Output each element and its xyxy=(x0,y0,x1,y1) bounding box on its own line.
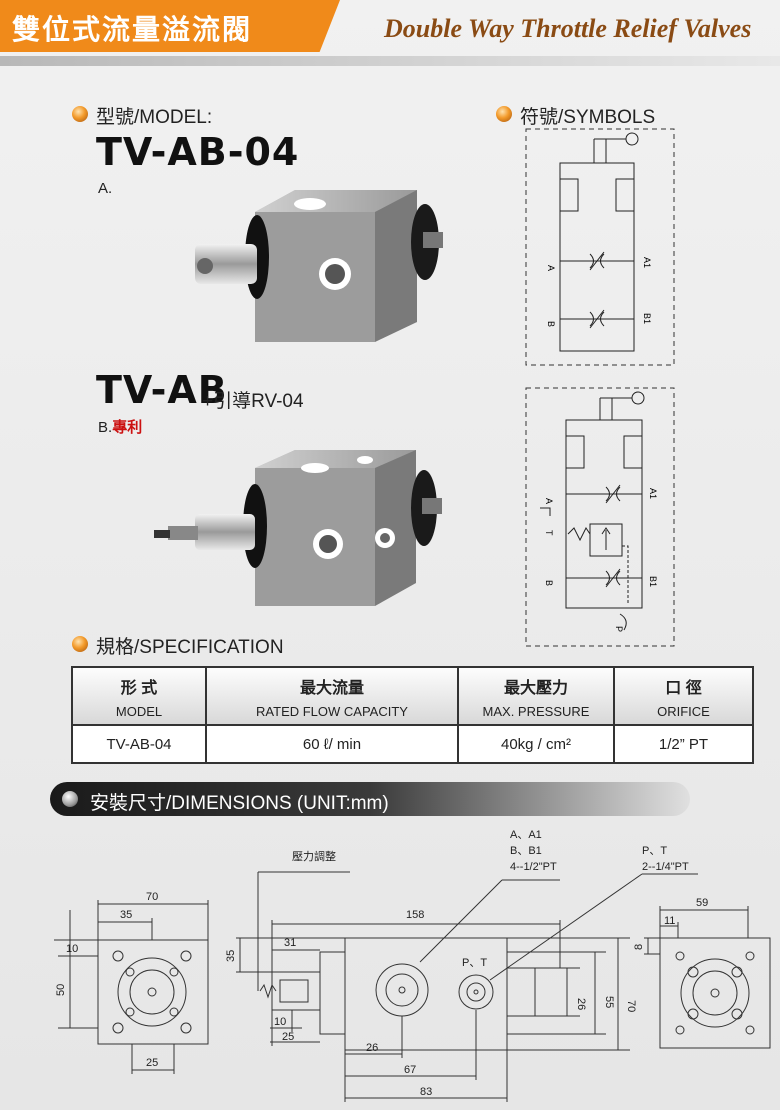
dim-front-31: 31 xyxy=(284,937,296,949)
sym-b-port-a: A xyxy=(544,498,554,504)
table-row: TV-AB-04 60 ℓ/ min 40kg / cm² 1/2” PT xyxy=(71,724,754,764)
dim-left-10: 10 xyxy=(66,943,78,955)
bullet-icon xyxy=(62,791,78,807)
header-divider xyxy=(0,56,780,66)
dim-front-h70: 70 xyxy=(625,1000,637,1012)
sym-a-port-a: A xyxy=(546,265,556,271)
callout-pt-label: P、T xyxy=(462,957,487,969)
dimensions-label: 安裝尺寸/DIMENSIONS (UNIT:mm) xyxy=(90,793,389,814)
callout-ports-ab-1: A、A1 xyxy=(510,829,542,841)
callout-ports-ab-2: B、B1 xyxy=(510,845,542,857)
header-title-en: Double Way Throttle Relief Valves xyxy=(384,14,752,43)
model-b-suffix: +引導RV-04 xyxy=(202,391,304,412)
dim-left-70: 70 xyxy=(146,891,158,903)
sym-a-port-b: B xyxy=(546,321,556,327)
dim-front-35: 35 xyxy=(225,950,237,962)
callout-ports-pt-2: 2--1/4"PT xyxy=(642,861,689,873)
sym-b-port-b1: B1 xyxy=(648,576,658,587)
sym-b-port-t: T xyxy=(544,530,554,536)
dim-front-26: 26 xyxy=(366,1042,378,1054)
callout-ports-ab-3: 4--1/2"PT xyxy=(510,861,557,873)
spec-cell-model: TV-AB-04 xyxy=(71,724,207,764)
dim-front-158: 158 xyxy=(406,909,424,921)
symbol-diagram-a: A A1 B B1 xyxy=(525,128,675,366)
dim-front-67: 67 xyxy=(404,1064,416,1076)
bullet-icon xyxy=(72,636,88,652)
dim-right-59: 59 xyxy=(696,897,708,909)
dim-front-h26: 26 xyxy=(575,998,587,1010)
sym-b-port-b: B xyxy=(544,580,554,586)
symbols-label: 符號/SYMBOLS xyxy=(520,107,656,128)
variant-a-label: A. xyxy=(98,180,113,197)
variant-b-label: B. xyxy=(98,419,113,436)
spec-cell-pressure: 40kg / cm² xyxy=(457,724,615,764)
valve-photo-b xyxy=(154,450,442,606)
spec-label: 規格/SPECIFICATION xyxy=(96,637,284,658)
dimension-drawing: 70 35 10 50 25 壓力調整 A、A1 B、B1 4--1/2"PT … xyxy=(54,829,771,1102)
dim-front-10: 10 xyxy=(274,1016,286,1028)
model-label: 型號/MODEL: xyxy=(96,107,213,128)
model-a-title: TV-AB-04 xyxy=(96,130,300,174)
dim-front-25: 25 xyxy=(282,1031,294,1043)
sym-b-port-p: P xyxy=(614,626,624,632)
sym-a-port-a1: A1 xyxy=(642,257,652,268)
patent-note: 專利 xyxy=(112,419,143,436)
callout-ports-pt-1: P、T xyxy=(642,845,667,857)
header-title-zh: 雙位式流量溢流閥 xyxy=(12,13,253,46)
symbol-diagram-b: A A1 T B B1 P xyxy=(525,387,675,647)
spec-cell-orifice: 1/2” PT xyxy=(613,724,754,764)
bullet-icon xyxy=(496,106,512,122)
model-b-title: TV-AB xyxy=(96,368,228,412)
dim-left-50: 50 xyxy=(55,984,67,996)
dim-left-25: 25 xyxy=(146,1057,158,1069)
sym-a-port-b1: B1 xyxy=(642,313,652,324)
sym-b-port-a1: A1 xyxy=(648,488,658,499)
dim-right-11: 11 xyxy=(664,915,675,927)
dim-right-8: 8 xyxy=(633,944,645,950)
dimensions-banner xyxy=(50,782,690,816)
dim-front-h55: 55 xyxy=(603,996,615,1008)
bullet-icon xyxy=(72,106,88,122)
dim-front-83: 83 xyxy=(420,1086,432,1098)
variant-b-row: B.專利 xyxy=(98,416,142,437)
callout-pressure-adjust: 壓力調整 xyxy=(292,849,336,863)
dim-left-35: 35 xyxy=(120,909,132,921)
spec-cell-flow: 60 ℓ/ min xyxy=(205,724,459,764)
header-banner xyxy=(0,0,340,52)
valve-photo-a xyxy=(195,190,443,342)
